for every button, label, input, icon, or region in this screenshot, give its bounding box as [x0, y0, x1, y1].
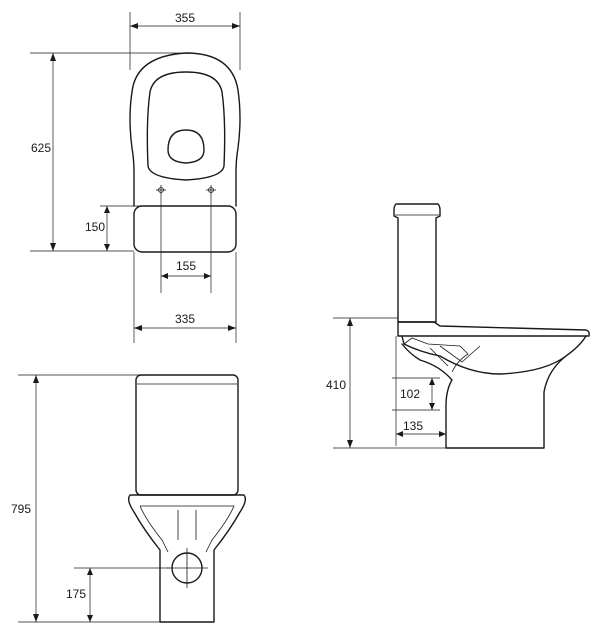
dim-side-outlet-height-label: 102	[400, 387, 420, 401]
dim-side-outlet-offset-label: 135	[403, 419, 423, 433]
dim-front-outlet-label: 175	[66, 587, 86, 601]
top-view-tank	[133, 205, 237, 253]
top-view-seat-opening	[146, 71, 226, 181]
side-view-bowl	[401, 335, 587, 449]
top-view: 355 625 150 155 335	[30, 11, 241, 343]
dim-top-base-width-label: 335	[175, 312, 195, 326]
top-view-bolt-left	[156, 185, 166, 195]
top-view-bolt-right	[206, 185, 216, 195]
top-view-bowl-outline	[129, 52, 241, 207]
dim-side-seat-height-label: 410	[326, 378, 346, 392]
front-view-tank	[135, 374, 239, 496]
side-view-tank	[393, 203, 441, 323]
dim-top-length-label: 625	[31, 141, 51, 155]
side-view-seat	[397, 321, 590, 337]
side-view-trapway	[403, 337, 481, 373]
dim-top-bolt-spacing-label: 155	[176, 259, 196, 273]
side-view: 410 102 135	[326, 203, 590, 449]
dim-top-width-label: 355	[175, 11, 195, 25]
dim-front-height-label: 795	[11, 502, 31, 516]
front-view-trapway	[177, 510, 197, 540]
front-view-bowl	[127, 494, 247, 623]
front-view: 795 175	[11, 374, 247, 623]
dim-top-depth-label: 150	[85, 220, 105, 234]
top-view-rim-hole	[167, 129, 205, 164]
